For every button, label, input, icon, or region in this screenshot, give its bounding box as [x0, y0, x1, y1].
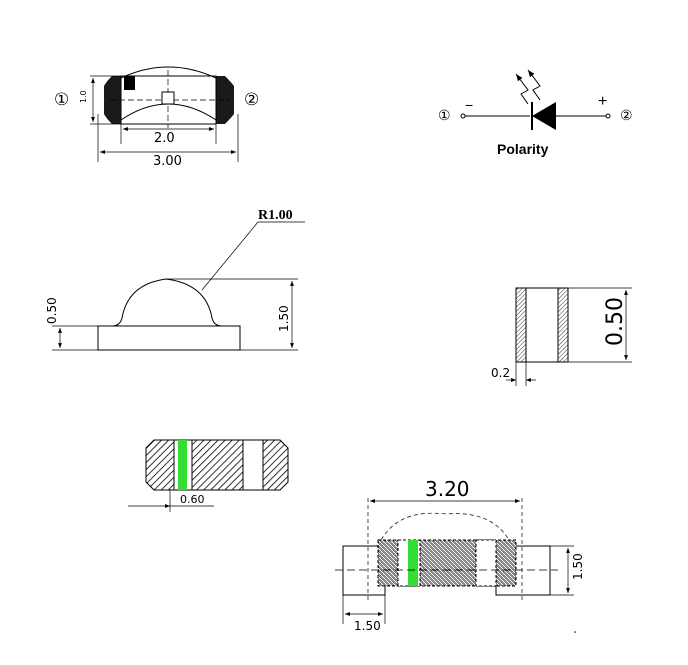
- top-view: ① ② 1.0 2.0 3.00: [54, 66, 259, 169]
- emission-arrow-1: [527, 69, 541, 101]
- side-dome: [98, 278, 240, 327]
- side-total-height-label: 1.50: [277, 305, 291, 332]
- footprint-polarity-band: [408, 540, 418, 586]
- marker-right-label: ②: [244, 90, 259, 109]
- end-terminal-label: 0.2: [491, 366, 510, 380]
- top-die: [161, 91, 175, 105]
- end-view: 0.50 0.2: [491, 287, 632, 386]
- end-terminal-left: [515, 287, 527, 363]
- top-dome-arc-upper: [120, 66, 217, 79]
- polarity-pin2-label: ②: [620, 107, 633, 123]
- footprint-height-label: 1.50: [571, 553, 585, 580]
- bottom-window: [242, 439, 264, 491]
- top-total-width-label: 3.00: [153, 154, 182, 169]
- bottom-polarity-band: [178, 440, 187, 490]
- diode-triangle: [532, 102, 556, 130]
- polarity-caption: Polarity: [497, 141, 549, 157]
- side-base-height-label: 0.50: [45, 297, 59, 324]
- side-view: R1.00 0.50 1.50: [45, 208, 305, 351]
- cathode-mark: [124, 76, 135, 90]
- top-height-label: 1.0: [79, 90, 88, 103]
- end-height-label: 0.50: [603, 297, 628, 346]
- end-terminal-right: [557, 287, 569, 363]
- bottom-view: 0.60: [128, 439, 289, 512]
- top-right-terminal: [216, 76, 234, 124]
- polarity-symbol: ① ② − + Polarity: [438, 69, 633, 157]
- bottom-body: [145, 439, 289, 491]
- footprint-pad-label: 1.50: [354, 619, 381, 633]
- top-inner-width-label: 2.0: [154, 131, 175, 146]
- footprint-width-label: 3.20: [425, 477, 470, 501]
- bottom-pad-label: 0.60: [180, 493, 205, 506]
- footprint-view: 3.20 1.50 1.50: [335, 477, 585, 633]
- radius-label: R1.00: [258, 208, 293, 223]
- top-dome-arc-lower: [120, 103, 217, 121]
- polarity-plus: +: [598, 93, 607, 110]
- marker-left-label: ①: [54, 90, 69, 109]
- emission-arrow-2: [515, 73, 529, 105]
- polarity-minus: −: [465, 97, 473, 113]
- side-base: [97, 325, 241, 351]
- polarity-pin1-label: ①: [438, 107, 451, 123]
